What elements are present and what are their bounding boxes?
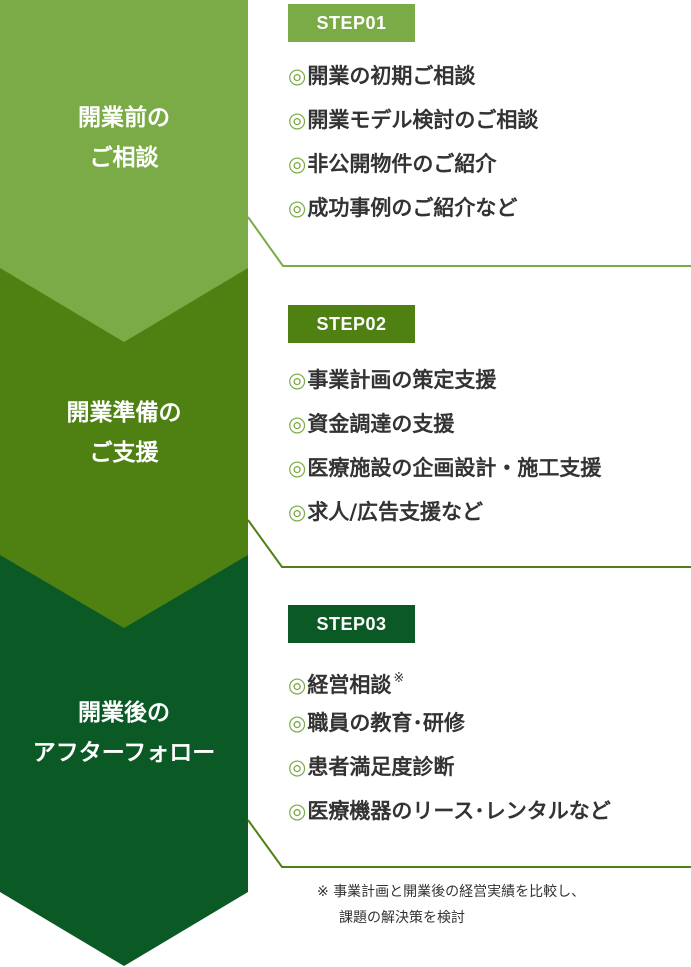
step1-title: 開業前の ご相談 xyxy=(0,98,248,178)
step1-title-line1: 開業前の xyxy=(78,105,170,131)
list-item: ◎開業モデル検討のご相談 xyxy=(288,108,539,132)
double-circle-icon: ◎ xyxy=(288,64,307,88)
chevron-step3 xyxy=(0,555,248,966)
list-item: ◎職員の教育･研修 xyxy=(288,711,465,735)
step2-title-line2: ご支援 xyxy=(89,440,159,466)
list-item: ◎非公開物件のご紹介 xyxy=(288,152,497,176)
footnote-line2: 課題の解決策を検討 xyxy=(339,910,465,926)
connector-step2 xyxy=(247,519,691,568)
double-circle-icon: ◎ xyxy=(288,152,307,176)
step3-title-line1: 開業後の xyxy=(78,700,170,726)
connector-step1 xyxy=(247,216,691,267)
double-circle-icon: ◎ xyxy=(288,108,307,132)
double-circle-icon: ◎ xyxy=(288,500,307,524)
note-reference-mark: ※ xyxy=(393,671,405,686)
list-item: ◎事業計画の策定支援 xyxy=(288,368,497,392)
step3-title: 開業後の アフターフォロー xyxy=(0,693,248,773)
list-item: ◎求人/広告支援など xyxy=(288,500,483,524)
list-item: ◎成功事例のご紹介など xyxy=(288,196,518,220)
step3-title-line2: アフターフォロー xyxy=(32,740,216,766)
double-circle-icon: ◎ xyxy=(288,711,307,735)
footnote: ※ 事業計画と開業後の経営実績を比較し、 課題の解決策を検討 xyxy=(317,879,585,931)
step2-badge: STEP02 xyxy=(288,305,415,343)
flow-chevron-column xyxy=(0,0,248,966)
double-circle-icon: ◎ xyxy=(288,412,307,436)
step2-item-list: ◎事業計画の策定支援 ◎資金調達の支援 ◎医療施設の企画設計・施工支援 ◎求人/… xyxy=(288,358,601,534)
step3-item-list: ◎経営相談※ ◎職員の教育･研修 ◎患者満足度診断 ◎医療機器のリース･レンタル… xyxy=(288,657,611,833)
double-circle-icon: ◎ xyxy=(288,196,307,220)
list-item: ◎医療機器のリース･レンタルなど xyxy=(288,799,611,823)
list-item: ◎医療施設の企画設計・施工支援 xyxy=(288,456,602,480)
chevron-step2 xyxy=(0,268,248,628)
step1-title-line2: ご相談 xyxy=(89,145,159,171)
list-item: ◎患者満足度診断 xyxy=(288,755,455,779)
footnote-line1: 事業計画と開業後の経営実績を比較し、 xyxy=(333,884,586,900)
double-circle-icon: ◎ xyxy=(288,799,307,823)
double-circle-icon: ◎ xyxy=(288,368,307,392)
list-item: ◎資金調達の支援 xyxy=(288,412,455,436)
step1-item-list: ◎開業の初期ご相談 ◎開業モデル検討のご相談 ◎非公開物件のご紹介 ◎成功事例の… xyxy=(288,54,538,230)
double-circle-icon: ◎ xyxy=(288,673,307,697)
step1-badge: STEP01 xyxy=(288,4,415,42)
step2-title: 開業準備の ご支援 xyxy=(0,393,248,473)
chevron-step1 xyxy=(0,0,248,342)
list-item: ◎開業の初期ご相談 xyxy=(288,64,476,88)
step2-title-line1: 開業準備の xyxy=(66,400,182,426)
step3-badge: STEP03 xyxy=(288,605,415,643)
note-mark: ※ xyxy=(317,884,329,900)
list-item: ◎経営相談※ xyxy=(288,671,405,697)
double-circle-icon: ◎ xyxy=(288,755,307,779)
connector-step3 xyxy=(247,819,691,868)
double-circle-icon: ◎ xyxy=(288,456,307,480)
